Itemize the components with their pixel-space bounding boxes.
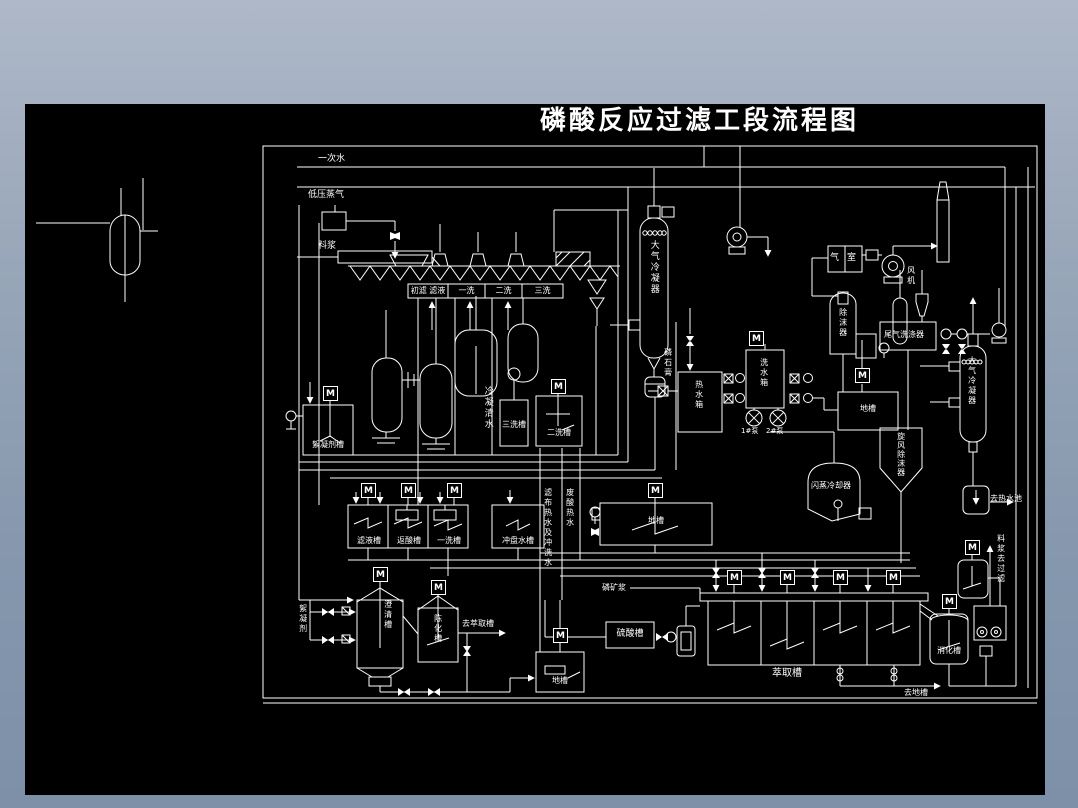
hot-water-box-label: 热水箱	[694, 380, 704, 410]
extraction-tank-label: 萃取槽	[772, 668, 802, 679]
phosphogypsum-label: 磷石膏	[663, 348, 673, 378]
first-wash-tank-label: 一洗槽	[437, 536, 461, 545]
atm-condenser-left-label: 大气冷凝器	[648, 240, 659, 295]
stream-label-slurry: 料浆	[318, 241, 337, 251]
motor-badge-acid-return-tank: M	[401, 483, 416, 498]
motor-badge-extraction-3: M	[833, 570, 848, 585]
fan-label: 风机	[906, 266, 916, 286]
tail-gas-scrubber-label: 尾气洗涤器	[884, 330, 924, 339]
sulfuric-acid-tank-label: 硫酸槽	[616, 629, 644, 639]
drawing-title: 磷酸反应过滤工段流程图	[540, 106, 860, 136]
motor-badge-extraction-2: M	[780, 570, 795, 585]
motor-badge-ground-tank-right: M	[855, 368, 870, 383]
motor-badge-upper-round-tank: M	[965, 540, 980, 555]
filter-section-initial-filtrate: 初滤 滤液	[410, 286, 446, 295]
flocculant-label: 絮凝剂	[298, 604, 308, 634]
ground-tank-bottom-label: 地槽	[552, 676, 568, 685]
flash-cooler-label: 闪蒸冷却器	[811, 481, 851, 490]
motor-badge-wash-water-box: M	[749, 331, 764, 346]
acid-return-tank-label: 返酸槽	[397, 536, 421, 545]
motor-badge-filtrate-tank: M	[361, 483, 376, 498]
flocculant-tank-label: 絮凝剂槽	[312, 440, 344, 449]
motor-badge-clarifier: M	[373, 567, 388, 582]
waste-acid-hot-water-label: 废酸热水	[565, 488, 575, 528]
to-hot-water-pool-label: 去热水池	[990, 494, 1022, 503]
filtrate-tank-label: 滤液槽	[357, 536, 381, 545]
filter-section-third-wash: 三洗	[534, 286, 551, 295]
motor-badge-digestion-tank: M	[942, 594, 957, 609]
filter-section-first-wash: 一洗	[458, 286, 475, 295]
motor-badge-second-wash-tank: M	[551, 379, 566, 394]
aging-tank-label: 陈化槽	[433, 614, 443, 644]
wash-water-box-label: 洗水箱	[759, 358, 769, 388]
motor-badge-extraction-4: M	[886, 570, 901, 585]
motor-badge-ground-tank-bottom: M	[553, 628, 568, 643]
stream-label-primary-water: 一次水	[318, 154, 346, 164]
ground-tank-mid-label: 地槽	[648, 516, 664, 525]
digestion-tank-label: 消化槽	[937, 646, 961, 655]
demister-label: 除沫器	[838, 308, 848, 338]
filter-section-second-wash: 二洗	[495, 286, 512, 295]
stream-label-lp-steam: 低压蒸气	[308, 190, 345, 200]
second-wash-tank-label: 二洗槽	[547, 428, 571, 437]
ground-tank-right-label: 地槽	[860, 404, 876, 413]
motor-badge-extraction-1: M	[727, 570, 742, 585]
pump-1-label: 1#泵	[741, 427, 759, 435]
drawing-canvas[interactable]	[25, 104, 1045, 795]
motor-badge-first-wash-tank: M	[447, 483, 462, 498]
clarifier-label: 澄清槽	[383, 600, 393, 630]
cyclone-demister-label: 旋风除沫器	[896, 432, 906, 477]
cloth-hot-water-label: 滤布热水及冲洗水	[543, 488, 553, 568]
condensate-water-label: 冷凝清水	[482, 386, 493, 430]
third-wash-tank-label: 三洗槽	[502, 420, 526, 429]
to-extraction-tank-label: 去萃取槽	[462, 619, 494, 628]
to-ground-tank-label: 去地槽	[904, 688, 928, 697]
gas-chamber-label: 气室	[830, 253, 865, 263]
slurry-to-filter-label: 料浆去过滤	[996, 534, 1006, 584]
motor-badge-flocculant-tank: M	[323, 386, 338, 401]
pan-flush-water-tank-label: 冲盘水槽	[502, 536, 534, 545]
atm-condenser-right-label: 大气冷凝器	[967, 356, 977, 406]
motor-badge-ground-tank-mid: M	[648, 483, 663, 498]
motor-badge-aging-tank: M	[431, 580, 446, 595]
pump-2-label: 2#泵	[766, 427, 784, 435]
rock-slurry-label: 磷矿浆	[602, 583, 626, 592]
